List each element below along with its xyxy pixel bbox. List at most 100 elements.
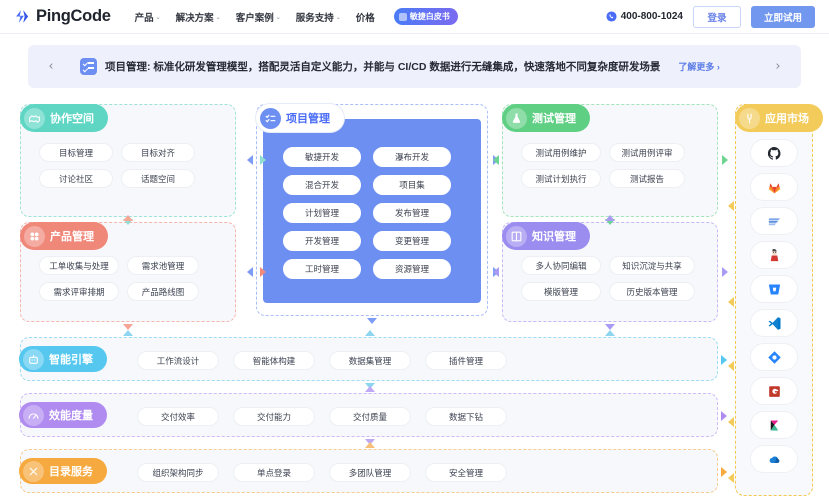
row-ai-engine[interactable]: 智能引擎 工作流设计 智能体构建 数据集管理 插件管理: [19, 330, 727, 389]
app-kanban-k[interactable]: [750, 411, 798, 439]
chip-item[interactable]: 数据集管理: [329, 351, 411, 370]
nav-item-pricing[interactable]: 价格: [356, 10, 375, 24]
chip-item[interactable]: 敏捷开发: [283, 147, 361, 167]
chip-item[interactable]: 瀑布开发: [373, 147, 451, 167]
chip-item[interactable]: 交付能力: [233, 407, 315, 426]
chip-item[interactable]: 计划管理: [283, 203, 361, 223]
card-collab[interactable]: 协作空间 目标管理 目标对齐 讨论社区 话题空间: [20, 104, 266, 225]
login-button[interactable]: 登录: [693, 5, 741, 28]
chevron-down-icon: ⌄: [275, 15, 281, 21]
card-product-title: 产品管理: [20, 222, 108, 250]
chevron-down-icon: ⌄: [215, 15, 221, 21]
robot-icon: [23, 348, 44, 370]
banner-next-icon[interactable]: ›: [775, 59, 781, 74]
row-title-label: 效能度量: [49, 410, 93, 422]
chip-item[interactable]: 测试报告: [609, 169, 685, 188]
chip-item[interactable]: 安全管理: [425, 463, 507, 482]
chip-item[interactable]: 变更管理: [373, 231, 451, 251]
row-directory-title: 目录服务: [19, 458, 107, 484]
whitepaper-badge[interactable]: 敏捷白皮书: [393, 8, 458, 25]
chip-item[interactable]: 产品路线图: [127, 282, 199, 301]
banner-prev-icon[interactable]: ‹: [48, 59, 54, 74]
app-github[interactable]: [750, 139, 798, 167]
nav-item-support[interactable]: 服务支持 ⌄: [296, 10, 341, 24]
chip-item[interactable]: 项目集: [373, 175, 451, 195]
card-knowledge[interactable]: 知识管理 多人协同编辑 知识沉淀与共享 模版管理 历史版本管理: [493, 215, 728, 330]
card-product[interactable]: 产品管理 工单收集与处理 需求池管理 需求评审排期 产品路线图: [20, 215, 266, 330]
chip-item[interactable]: 测试计划执行: [521, 169, 601, 188]
onedrive-icon: [769, 455, 779, 463]
row-efficiency-chips: 交付效率 交付能力 交付质量 数据下钻: [137, 407, 507, 426]
app-market-panel[interactable]: 应用市场: [728, 104, 823, 496]
nav-item-cases[interactable]: 客户案例 ⌄: [236, 10, 281, 24]
chip-item[interactable]: 多人协同编辑: [521, 256, 601, 275]
nav-label: 解决方案: [175, 12, 214, 24]
arrow-up-icon: [365, 386, 375, 392]
chip-item[interactable]: 话题空间: [121, 169, 195, 188]
phone-number[interactable]: 400-800-1024: [606, 11, 683, 22]
chip-item[interactable]: 工时管理: [283, 259, 361, 279]
banner-learn-more-link[interactable]: 了解更多 ›: [678, 62, 720, 72]
chip-item[interactable]: 工单收集与处理: [39, 256, 119, 275]
chevron-down-icon: ⌄: [155, 15, 161, 21]
chip-item[interactable]: 交付效率: [137, 407, 219, 426]
nav-item-products[interactable]: 产品 ⌄: [135, 10, 161, 24]
chip-item[interactable]: 测试用例评审: [609, 143, 685, 162]
chip-item[interactable]: 历史版本管理: [609, 282, 695, 301]
nav-label: 价格: [355, 12, 375, 24]
chip-item[interactable]: 多团队管理: [329, 463, 411, 482]
chip-item[interactable]: 插件管理: [425, 351, 507, 370]
gauge-icon: [23, 404, 44, 426]
app-vscode[interactable]: [750, 309, 798, 337]
wrench-icon: [23, 460, 44, 482]
arrow-right-icon: [721, 355, 727, 365]
arrow-left-icon: [493, 267, 499, 277]
phone-icon: [606, 11, 617, 22]
app-jenkins[interactable]: [750, 241, 798, 269]
arrow-up-icon: [123, 215, 133, 221]
row-ai-engine-title: 智能引擎: [19, 346, 107, 372]
card-project[interactable]: 项目管理 敏捷开发 瀑布开发 混合开发 项目集 计划管理 发布管理 开发管理 变…: [247, 104, 499, 324]
row-efficiency[interactable]: 效能度量 交付效率 交付能力 交付质量 数据下钻: [19, 386, 727, 445]
chip-item[interactable]: 需求评审排期: [39, 282, 119, 301]
card-test[interactable]: 测试管理 测试用例维护 测试用例评审 测试计划执行 测试报告: [493, 104, 728, 225]
chip-item[interactable]: 数据下钻: [425, 407, 507, 426]
nav-item-solutions[interactable]: 解决方案 ⌄: [176, 10, 221, 24]
chip-item[interactable]: 需求池管理: [127, 256, 199, 275]
chip-item[interactable]: 目标管理: [39, 143, 113, 162]
chip-item[interactable]: 知识沉淀与共享: [609, 256, 695, 275]
arrow-up-icon: [123, 330, 133, 336]
app-bitbucket[interactable]: [750, 275, 798, 303]
header-actions: 400-800-1024 登录 立即试用: [606, 5, 815, 28]
phone-number-text: 400-800-1024: [620, 11, 683, 22]
chip-item[interactable]: 开发管理: [283, 231, 361, 251]
arrow-left-icon: [247, 155, 253, 165]
jira-icon: [767, 350, 781, 364]
chip-item[interactable]: 混合开发: [283, 175, 361, 195]
chip-item[interactable]: 智能体构建: [233, 351, 315, 370]
arrow-right-icon: [722, 267, 728, 277]
card-product-chips: 工单收集与处理 需求池管理 需求评审排期 产品路线图: [39, 256, 219, 301]
app-gitlab-g[interactable]: [750, 377, 798, 405]
chip-item[interactable]: 单点登录: [233, 463, 315, 482]
arrow-up-icon: [365, 442, 375, 448]
chip-item[interactable]: 组织架构同步: [137, 463, 219, 482]
chip-item[interactable]: 模版管理: [521, 282, 601, 301]
chip-item[interactable]: 测试用例维护: [521, 143, 601, 162]
app-gitee[interactable]: [750, 207, 798, 235]
app-jira[interactable]: [750, 343, 798, 371]
chip-item[interactable]: 资源管理: [373, 259, 451, 279]
row-ai-engine-chips: 工作流设计 智能体构建 数据集管理 插件管理: [137, 351, 507, 370]
logo[interactable]: PingCode: [14, 7, 111, 26]
gitee-icon: [768, 217, 780, 225]
chip-item[interactable]: 讨论社区: [39, 169, 113, 188]
arrow-up-icon: [605, 330, 615, 336]
try-now-button[interactable]: 立即试用: [751, 5, 815, 28]
row-directory[interactable]: 目录服务 组织架构同步 单点登录 多团队管理 安全管理: [19, 442, 727, 493]
app-onedrive[interactable]: [750, 445, 798, 473]
chip-item[interactable]: 工作流设计: [137, 351, 219, 370]
chip-item[interactable]: 交付质量: [329, 407, 411, 426]
app-gitlab[interactable]: [750, 173, 798, 201]
chip-item[interactable]: 目标对齐: [121, 143, 195, 162]
chip-item[interactable]: 发布管理: [373, 203, 451, 223]
